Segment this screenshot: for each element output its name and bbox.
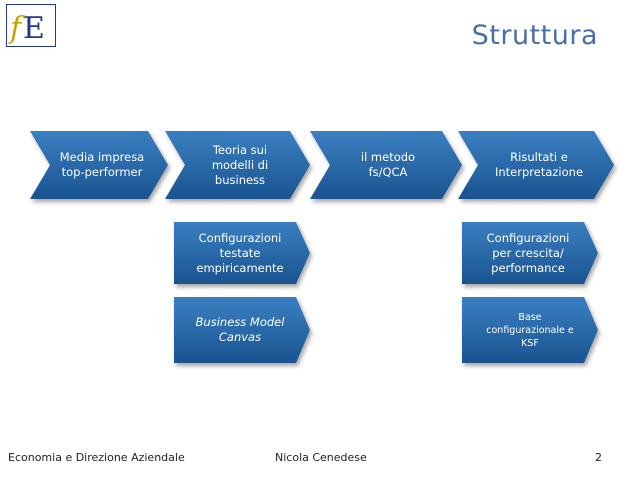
shape-configurazioni-testate <box>174 222 310 284</box>
label-risultati: Risultati e Interpretazione <box>494 150 584 179</box>
logo: f E <box>6 4 56 47</box>
page-number: 2 <box>595 451 602 464</box>
label-business-model-canvas: Business Model Canvas <box>195 315 285 344</box>
label-base-configurazionale: Base configurazionale e KSF <box>486 311 574 349</box>
shape-base-configurazionale <box>462 297 598 363</box>
label-configurazioni-testate: Configurazioni testate empiricamente <box>196 230 284 275</box>
label-media-impresa: Media impresa top-performer <box>59 150 145 179</box>
page-title: Struttura <box>471 20 598 51</box>
shape-business-model-canvas <box>174 297 310 363</box>
chevron-metodo <box>310 131 462 199</box>
shape-configurazioni-crescita <box>462 222 598 284</box>
footer-author: Nicola Cenedese <box>275 451 367 464</box>
chevron-media-impresa <box>30 131 168 199</box>
label-teoria-modelli: Teoria sui modelli di business <box>211 142 269 187</box>
svg-text:E: E <box>23 11 45 45</box>
label-configurazioni-crescita: Configurazioni per crescita/ performance <box>486 230 570 275</box>
footer-course: Economia e Direzione Aziendale <box>8 451 185 464</box>
chevron-teoria-modelli <box>165 131 310 199</box>
chevron-risultati <box>458 131 614 199</box>
logo-mark: f E <box>8 11 45 45</box>
label-metodo: il metodo fs/QCA <box>360 150 416 179</box>
